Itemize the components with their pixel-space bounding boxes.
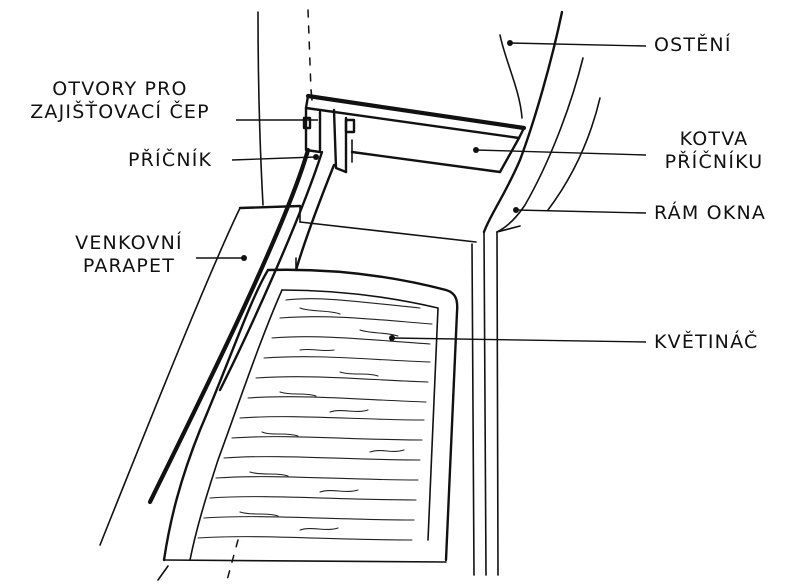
label-outdoor-sill: VENKOVNÍ PARAPET: [62, 232, 196, 278]
label-crossbar-anchor: KOTVA PŘÍČNÍKU: [654, 128, 774, 174]
pin-hole-left: [302, 116, 312, 130]
label-outdoor-sill-line2: PARAPET: [82, 255, 176, 277]
label-outdoor-sill-line1: VENKOVNÍ: [75, 232, 183, 254]
label-osteni: OSTĚNÍ: [654, 34, 732, 56]
crossbar: [147, 147, 336, 505]
label-crossbar-anchor-line1: KOTVA: [679, 128, 749, 150]
label-planter: KVĚTINÁČ: [654, 331, 759, 353]
reveal-and-frame: [299, 10, 601, 576]
outdoor-sill: [99, 204, 302, 584]
wall-edges: [257, 9, 313, 206]
pin-hole-right: [344, 118, 356, 134]
planter-soil: [197, 298, 433, 541]
label-pin-holes-line1: OTVORY PRO: [52, 78, 188, 100]
label-window-frame: RÁM OKNA: [654, 202, 767, 224]
leader-lines: [196, 40, 647, 343]
crossbar-anchor: [304, 93, 527, 174]
label-pin-holes: OTVORY PRO ZAJIŠŤOVACÍ ČEP: [6, 78, 234, 124]
label-pin-holes-line2: ZAJIŠŤOVACÍ ČEP: [30, 101, 210, 123]
planter-box: [162, 268, 459, 563]
pin-bracket: [302, 106, 356, 174]
label-crossbar: PŘÍČNÍK: [128, 149, 213, 171]
label-crossbar-anchor-line2: PŘÍČNÍKU: [664, 151, 764, 173]
